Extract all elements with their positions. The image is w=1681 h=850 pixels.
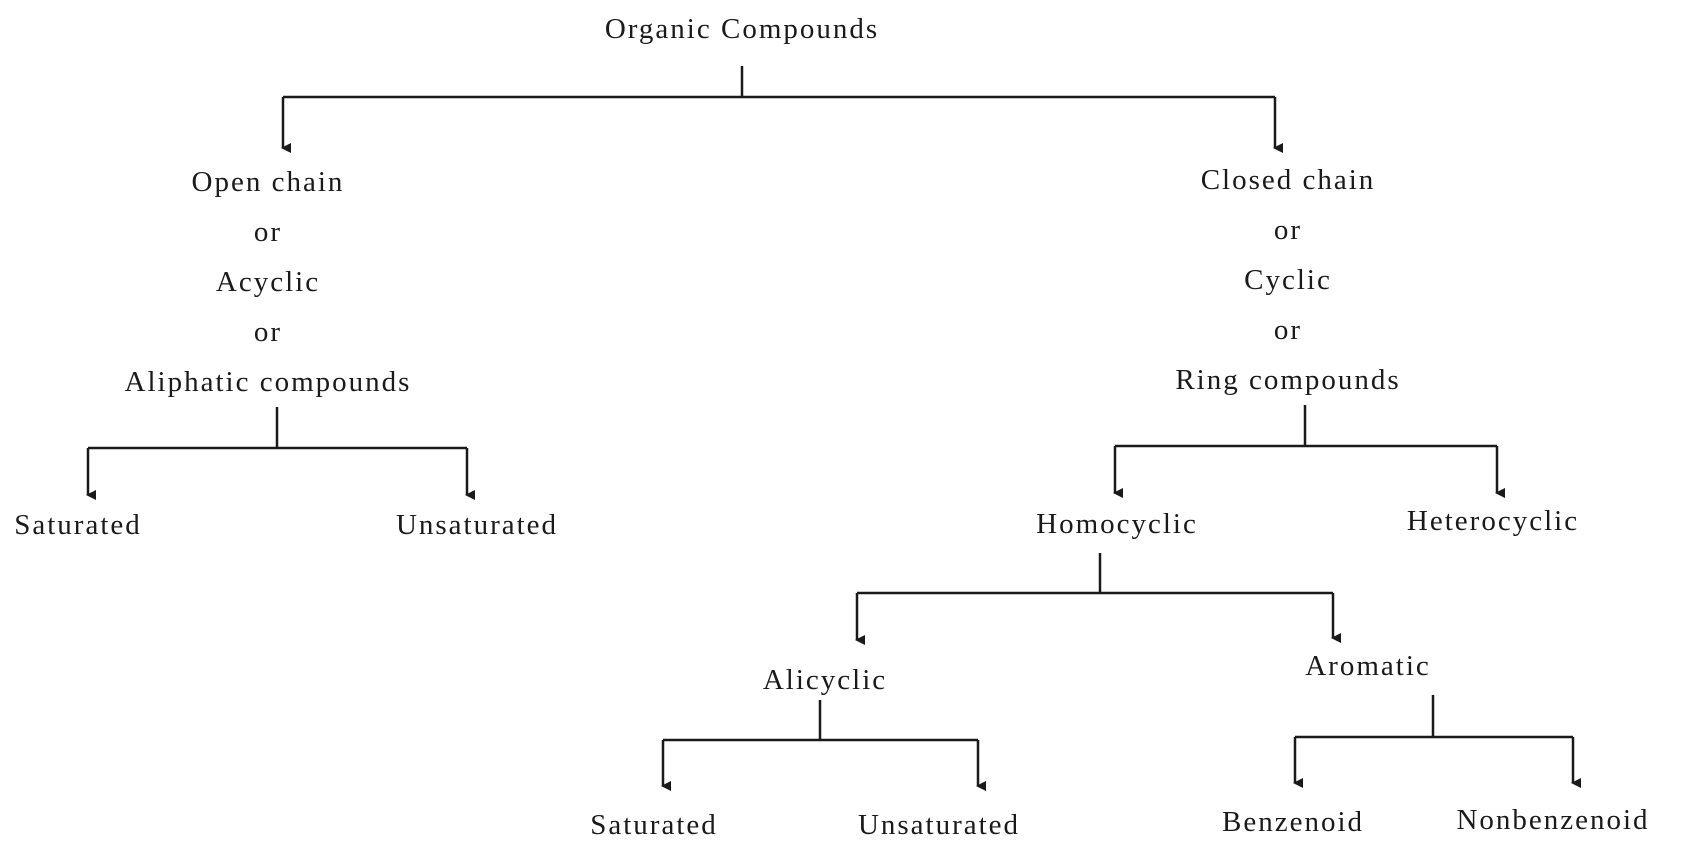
heterocyclic-label: Heterocyclic bbox=[1406, 505, 1580, 537]
nonbenzenoid-label: Nonbenzenoid bbox=[1456, 804, 1650, 836]
aromatic-label: Aromatic bbox=[1305, 650, 1431, 682]
benzenoid-label: Benzenoid bbox=[1221, 806, 1365, 838]
aliphatic-compounds-label: Aliphatic compounds bbox=[124, 366, 412, 398]
alicyclic-node: Alicyclic bbox=[763, 655, 887, 705]
aromatic-node: Aromatic bbox=[1305, 641, 1431, 691]
open-chain-label: Open chain bbox=[191, 166, 345, 198]
open-saturated-label: Saturated bbox=[14, 509, 142, 541]
alicyclic-unsaturated-label: Unsaturated bbox=[857, 809, 1021, 841]
open-saturated-node: Saturated bbox=[14, 500, 142, 550]
open-unsaturated-label: Unsaturated bbox=[395, 509, 559, 541]
organic-compounds-node: Organic Compounds bbox=[605, 4, 879, 54]
closed-chain-node: Closed chain or Cyclic or Ring compounds bbox=[1175, 155, 1400, 405]
closed-chain-or-2: or bbox=[1273, 314, 1303, 346]
alicyclic-saturated-node: Saturated bbox=[590, 800, 718, 850]
homocyclic-label: Homocyclic bbox=[1036, 508, 1198, 540]
alicyclic-label: Alicyclic bbox=[762, 664, 888, 696]
open-chain-node: Open chain or Acyclic or Aliphatic compo… bbox=[125, 157, 412, 407]
open-chain-or-1: or bbox=[253, 216, 283, 248]
ring-compounds-label: Ring compounds bbox=[1175, 364, 1401, 396]
alicyclic-saturated-label: Saturated bbox=[590, 809, 718, 841]
open-chain-or-2: or bbox=[253, 316, 283, 348]
alicyclic-unsaturated-node: Unsaturated bbox=[858, 800, 1020, 850]
heterocyclic-node: Heterocyclic bbox=[1407, 496, 1579, 546]
organic-compounds-label: Organic Compounds bbox=[604, 13, 880, 45]
nonbenzenoid-node: Nonbenzenoid bbox=[1456, 795, 1649, 845]
closed-chain-label: Closed chain bbox=[1200, 164, 1376, 196]
cyclic-label: Cyclic bbox=[1244, 264, 1332, 296]
closed-chain-or-1: or bbox=[1273, 214, 1303, 246]
homocyclic-node: Homocyclic bbox=[1036, 499, 1198, 549]
benzenoid-node: Benzenoid bbox=[1222, 797, 1364, 847]
open-unsaturated-node: Unsaturated bbox=[396, 500, 558, 550]
acyclic-label: Acyclic bbox=[215, 266, 321, 298]
